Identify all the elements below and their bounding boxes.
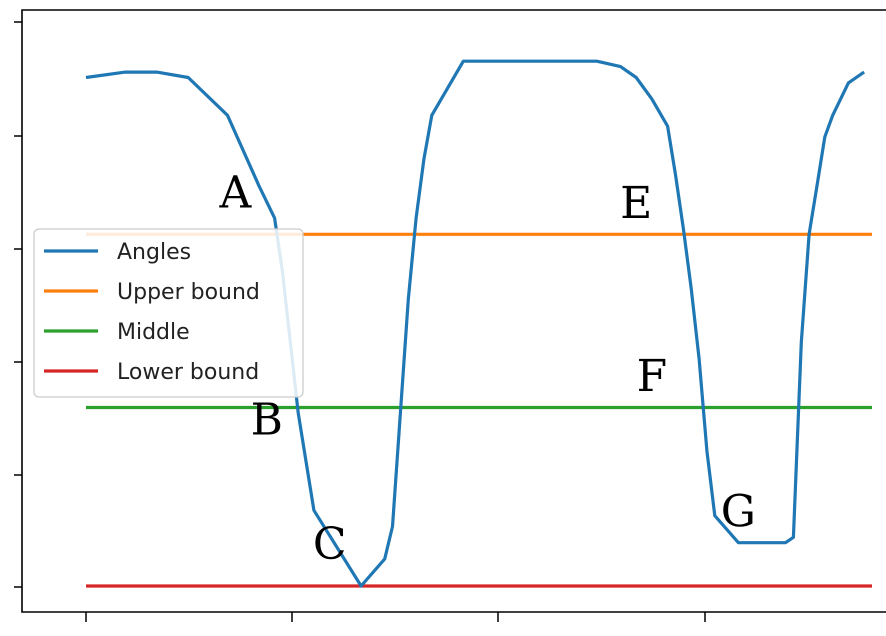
- point-annotations: A B C E F G: [218, 167, 756, 570]
- point-label-g: G: [721, 486, 756, 537]
- legend-label: Upper bound: [117, 280, 260, 305]
- point-label-c: C: [313, 519, 347, 570]
- axes-frame: [21, 9, 886, 613]
- legend-label: Lower bound: [117, 360, 259, 385]
- point-label-f: F: [637, 351, 668, 402]
- legend-box: [33, 228, 304, 398]
- point-label-e: E: [620, 178, 652, 229]
- legend-label: Angles: [117, 240, 191, 265]
- point-label-b: B: [251, 395, 283, 446]
- point-label-a: A: [218, 167, 252, 218]
- legend-label: Middle: [117, 320, 190, 345]
- axes: [14, 9, 886, 622]
